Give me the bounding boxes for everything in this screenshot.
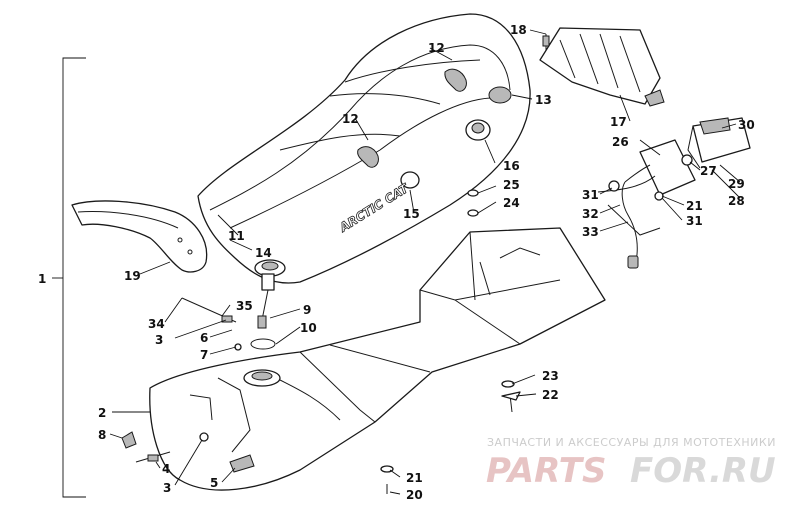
callout-21-lower: 21 — [406, 471, 423, 485]
callout-34: 34 — [148, 317, 165, 331]
callout-35: 35 — [236, 299, 253, 313]
callout-3-upper: 3 — [155, 333, 163, 347]
callout-9: 9 — [303, 303, 311, 317]
fender-piece — [71, 200, 208, 273]
callout-6: 6 — [200, 331, 208, 345]
callout-24: 24 — [503, 196, 520, 210]
watermark-tagline: ЗАПЧАСТИ И АКСЕССУАРЫ ДЛЯ МОТОТЕХНИКИ — [487, 436, 776, 449]
callout-31-left: 31 — [582, 188, 599, 202]
fuel-cap-gauge — [250, 259, 286, 350]
seat-base-tray — [149, 227, 606, 491]
callout-13: 13 — [535, 93, 552, 107]
callout-25: 25 — [503, 178, 520, 192]
callout-21-upper: 21 — [686, 199, 703, 213]
callout-31-right: 31 — [686, 214, 703, 228]
callout-8: 8 — [98, 428, 106, 442]
watermark: ЗАПЧАСТИ И АКСЕССУАРЫ ДЛЯ МОТОТЕХНИКИ PA… — [486, 436, 776, 491]
hardware-left — [121, 297, 242, 463]
callout-18: 18 — [510, 23, 527, 37]
callouts: 1 2 3 3 4 5 6 7 8 9 10 11 12 12 13 14 15… — [38, 23, 755, 502]
assembly-bracket — [52, 57, 86, 498]
callout-27: 27 — [700, 164, 717, 178]
callout-7: 7 — [200, 348, 208, 362]
callout-14: 14 — [255, 246, 272, 260]
seat-cushion: ARCTIC CAT — [197, 13, 531, 284]
callout-12-upper: 12 — [428, 41, 445, 55]
callout-23: 23 — [542, 369, 559, 383]
callout-22: 22 — [542, 388, 559, 402]
callout-11: 11 — [228, 229, 245, 243]
callout-20: 20 — [406, 488, 423, 502]
callout-26: 26 — [612, 135, 629, 149]
callout-1: 1 — [38, 272, 46, 286]
rear-rack — [539, 27, 665, 107]
callout-3-lower: 3 — [163, 481, 171, 495]
callout-30: 30 — [738, 118, 755, 132]
callout-33: 33 — [582, 225, 599, 239]
watermark-logo-red: PARTS — [486, 451, 606, 491]
leader-lines — [109, 29, 741, 495]
callout-16: 16 — [503, 159, 520, 173]
callout-19: 19 — [124, 269, 141, 283]
callout-2: 2 — [98, 406, 106, 420]
callout-32: 32 — [582, 207, 599, 221]
pin-18 — [542, 34, 550, 50]
callout-28: 28 — [728, 194, 745, 208]
taillight — [687, 117, 751, 169]
light-harness — [597, 139, 696, 269]
callout-4: 4 — [162, 462, 170, 476]
callout-29: 29 — [728, 177, 745, 191]
callout-17: 17 — [610, 115, 627, 129]
callout-12-lower: 12 — [342, 112, 359, 126]
callout-15: 15 — [403, 207, 420, 221]
callout-10: 10 — [300, 321, 317, 335]
callout-5: 5 — [210, 476, 218, 490]
watermark-logo-grey: FOR.RU — [630, 451, 776, 491]
